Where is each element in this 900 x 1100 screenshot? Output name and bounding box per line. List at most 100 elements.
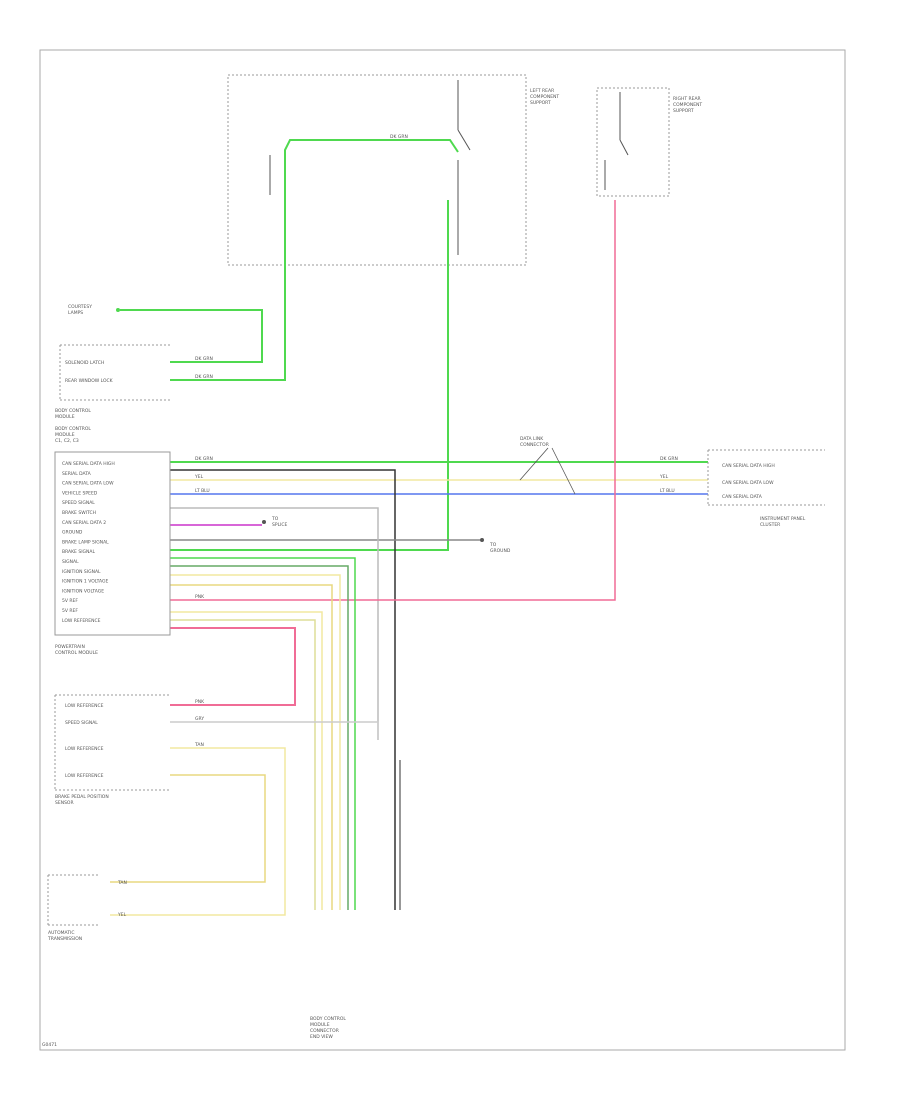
main-module-row: CAN SERIAL DATA 2 [62,520,106,526]
main-module-label-line: MODULE [55,432,75,438]
green-wire-top [284,139,459,195]
main-module-row: VEHICLE SPEED [62,490,98,496]
relay-block-box [59,344,170,401]
wire-label: LT BLU [195,488,210,494]
main-module-row: CAN SERIAL DATA HIGH [62,461,115,467]
courtesy-lamps-label-line: COURTESY [68,304,92,310]
main-module-row: 5V REF [62,608,78,614]
other-note-line: TO [489,542,497,548]
ignition-module-label-line: LEFT REAR [530,88,554,94]
park-neutral-label-line: SUPPORT [673,108,694,114]
sensor-row: LOW REFERENCE [65,703,104,709]
diagram-border [39,49,846,1051]
courtesy-lamps-label: COURTESY LAMPS [68,304,92,316]
splice-note-line: DATA LINK [520,436,544,442]
wire-label: TAN [194,742,204,748]
main-module-row: IGNITION VOLTAGE [62,588,104,594]
ground-note-line: TO [271,516,279,522]
bottom-note-line: MODULE [310,1022,330,1028]
park-neutral-box [596,87,670,197]
gray-wire-1 [170,469,396,760]
wire-label: DK GRN [390,134,408,140]
cluster-row: CAN SERIAL DATA LOW [722,480,774,486]
wire-label: PNK [195,699,205,705]
ignition-module-box [227,74,527,266]
ignition-module-label-line: SUPPORT [530,100,551,106]
main-module-row: GROUND [62,530,83,536]
right-cluster-box [707,449,825,506]
wire-label: DK GRN [195,456,213,462]
sensor-row: LOW REFERENCE [65,746,104,752]
main-module-row: SPEED SIGNAL [62,500,95,506]
other-note-line: GROUND [490,548,511,554]
main-module-row: SERIAL DATA [62,471,92,477]
green-wire-right [170,200,449,551]
courtesy-lamps-label-line: LAMPS [68,310,83,316]
splice-dot [262,520,266,524]
green-wire-group [120,139,708,551]
main-module-row: SIGNAL [62,559,79,565]
main-module-row: LOW REFERENCE [62,618,101,624]
main-module-rows: CAN SERIAL DATA HIGH SERIAL DATA CAN SERIA… [62,461,115,624]
gray-wire-3 [170,507,379,740]
wire-label: YEL [194,474,204,480]
sensor-block-label-line: SENSOR [55,800,74,806]
park-neutral-label-line: COMPONENT [673,102,702,108]
wire-label: DK GRN [660,456,678,462]
bottom-note-line: END VIEW [310,1034,333,1040]
ground-note-line: SPLICE [272,522,288,528]
courtesy-connector [116,308,120,312]
wire-label: GRY [195,716,204,722]
cluster-label-line: CLUSTER [760,522,780,528]
green-wire-courtesy [120,309,263,363]
wire-label: YEL [117,912,127,918]
main-module-row: IGNITION 1 VOLTAGE [62,579,109,585]
bottom-sensor-box [47,874,100,926]
green-wire-left [170,195,286,381]
bus-wires [170,469,708,760]
ground-dot [480,538,484,542]
main-module-row: IGNITION SIGNAL [62,569,101,575]
bottom-sensor-label-line: TRANSMISSION [47,936,82,942]
sensor-block-box [54,694,170,791]
park-neutral-label-line: RIGHT REAR [673,96,701,102]
main-module-row: CAN SERIAL DATA LOW [62,481,114,487]
ignition-module-label-line: COMPONENT [530,94,559,100]
footer-code: G0471 [42,1042,57,1048]
main-module-row: BRAKE SWITCH [62,510,96,516]
main-module-row: BRAKE LAMP SIGNAL [62,539,109,545]
bottom-connector-wires [170,557,401,910]
main-module-row: BRAKE SIGNAL [62,549,95,555]
relay-block-label-line: BODY CONTROL [55,408,91,414]
wire-label: DK GRN [195,356,213,362]
pink-wire-sensor [170,627,296,706]
main-module-label-line: BODY CONTROL [55,426,91,432]
wire-label: YEL [659,474,669,480]
pink-wire [170,200,616,601]
bottom-sensor-label-line: AUTOMATIC [48,930,75,936]
wire-label: DK GRN [195,374,213,380]
park-neutral-label: RIGHT REAR COMPONENT SUPPORT [673,96,702,114]
splice-note-line: CONNECTOR [520,442,549,448]
wire-label: TAN [117,880,127,886]
main-module-label-line: C1, C2, C3 [55,438,79,444]
wire-label: PNK [195,594,205,600]
relay-row: REAR WINDOW LOCK [65,378,114,384]
main-module-row: 5V REF [62,598,78,604]
ignition-module-label: LEFT REAR COMPONENT SUPPORT [530,88,559,106]
main-module-bottom-label: POWERTRAIN [55,644,85,650]
cluster-row: CAN SERIAL DATA [722,494,763,500]
main-module-bottom-label: CONTROL MODULE [55,650,98,656]
cluster-label-line: INSTRUMENT PANEL [760,516,806,522]
sensor-row: LOW REFERENCE [65,773,104,779]
cluster-row: CAN SERIAL DATA HIGH [722,463,775,469]
relay-row: SOLENOID LATCH [65,360,104,366]
wire-label: LT BLU [660,488,675,494]
sensor-wires [110,721,379,916]
sensor-row: SPEED SIGNAL [65,720,98,726]
bottom-note-line: CONNECTOR [310,1028,339,1034]
main-module-box [54,451,171,636]
relay-block-label-line: MODULE [55,414,75,420]
bottom-note-line: BODY CONTROL [310,1016,346,1022]
